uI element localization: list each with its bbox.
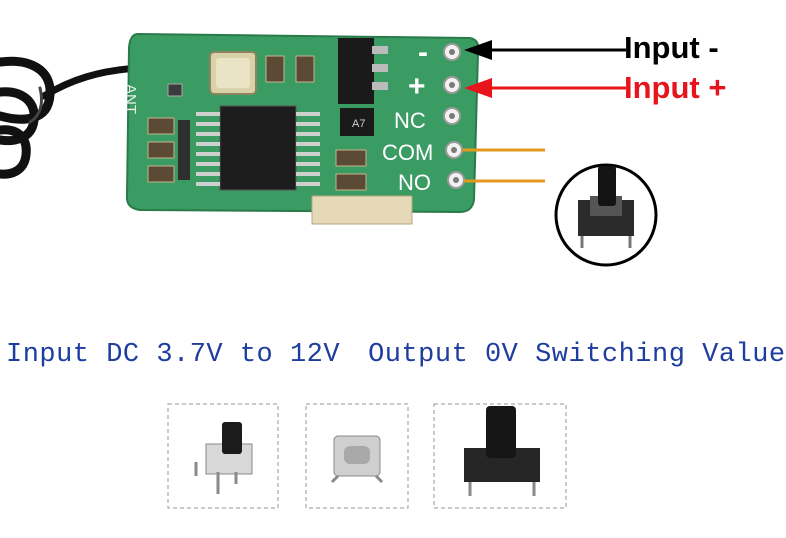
input-positive-label: Input + — [624, 70, 727, 105]
receiver-pcb — [125, 32, 480, 225]
switch-option-2 — [305, 403, 409, 509]
ic-marking: A7 — [352, 118, 365, 130]
pin-label-no: NO — [398, 170, 431, 195]
pin-label-negative: - — [418, 36, 428, 69]
pin-label-com: COM — [382, 140, 433, 165]
caption-input-spec: Input DC 3.7V to 12V — [6, 340, 341, 370]
spec-caption: Input DC 3.7V to 12V Output 0V Switching … — [6, 340, 785, 370]
pin-label-nc: NC — [394, 108, 426, 133]
arrow-input-negative — [464, 40, 626, 60]
input-negative-label: Input - — [624, 30, 719, 65]
silkscreen-ant: ANT — [122, 84, 139, 114]
pin-label-positive: + — [408, 70, 426, 103]
switch-option-3 — [433, 403, 567, 509]
switch-option-1 — [167, 403, 279, 509]
product-illustration: ANT - + NC COM NO A7 — [0, 32, 658, 509]
arrow-input-positive — [464, 78, 626, 98]
switch-circle-illustration — [554, 163, 658, 267]
antenna-coil — [0, 56, 144, 179]
caption-output-spec: Output 0V Switching Value — [368, 340, 786, 370]
